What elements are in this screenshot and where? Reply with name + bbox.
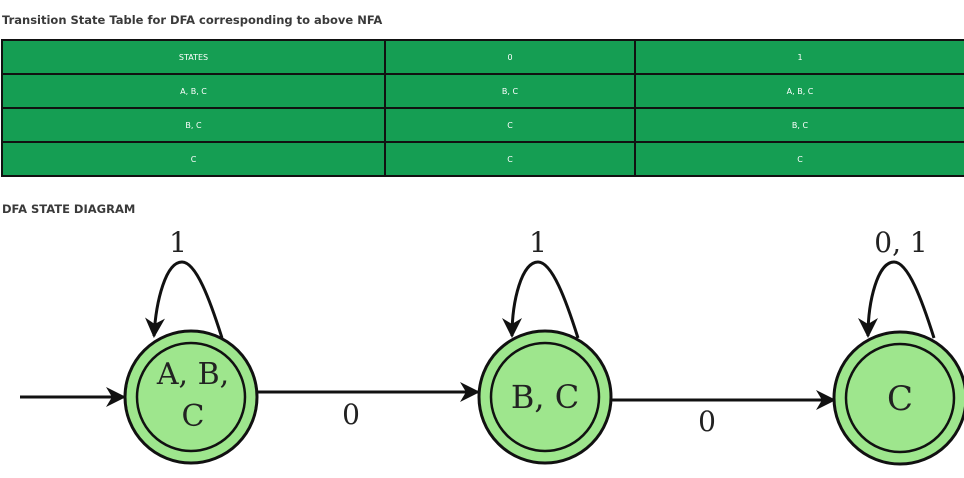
state-bc-inner-ring bbox=[489, 341, 601, 453]
edge-abc-to-bc-label: 0 bbox=[342, 398, 360, 431]
table-cell: C bbox=[1, 141, 386, 177]
table-cell: C bbox=[384, 141, 636, 177]
state-c-label: C bbox=[887, 379, 913, 419]
table-title: Transition State Table for DFA correspon… bbox=[2, 13, 383, 27]
loop-c bbox=[858, 260, 936, 339]
loop-bc bbox=[502, 260, 580, 339]
state-c-inner-ring bbox=[844, 342, 956, 454]
state-abc: A, B, C bbox=[123, 329, 259, 465]
table-cell: B, C bbox=[634, 107, 964, 143]
loop-abc bbox=[145, 260, 224, 339]
table-header-cell: 0 bbox=[384, 39, 636, 75]
table-header-cell: STATES bbox=[1, 39, 386, 75]
loop-c-label: 0, 1 bbox=[874, 226, 927, 259]
table-cell: B, C bbox=[384, 73, 636, 109]
state-abc-label-line2: C bbox=[182, 399, 205, 434]
table-row: A, B, C B, C A, B, C bbox=[1, 73, 964, 109]
table-row: B, C C B, C bbox=[1, 107, 964, 143]
state-bc-label: B, C bbox=[511, 378, 579, 416]
table-row: C C C bbox=[1, 141, 964, 177]
table-header-cell: 1 bbox=[634, 39, 964, 75]
table-cell: B, C bbox=[1, 107, 386, 143]
edge-bc-to-c-label: 0 bbox=[698, 405, 716, 438]
transition-table: STATES 0 1 A, B, C B, C A, B, C B, C C B… bbox=[1, 39, 964, 177]
table-header-row: STATES 0 1 bbox=[1, 39, 964, 75]
loop-bc-label: 1 bbox=[529, 226, 547, 259]
state-abc-inner-ring bbox=[135, 341, 247, 453]
dfa-state-diagram: A, B, C 1 0 B, C 1 0 C 0, 1 bbox=[20, 226, 964, 466]
state-bc: B, C bbox=[477, 329, 613, 465]
loop-abc-label: 1 bbox=[169, 226, 187, 259]
table-cell: C bbox=[384, 107, 636, 143]
state-abc-label-line1: A, B, bbox=[156, 357, 229, 392]
table-cell: A, B, C bbox=[634, 73, 964, 109]
table-cell: A, B, C bbox=[1, 73, 386, 109]
diagram-title: DFA STATE DIAGRAM bbox=[2, 202, 136, 216]
state-c: C bbox=[832, 330, 964, 466]
table-cell: C bbox=[634, 141, 964, 177]
